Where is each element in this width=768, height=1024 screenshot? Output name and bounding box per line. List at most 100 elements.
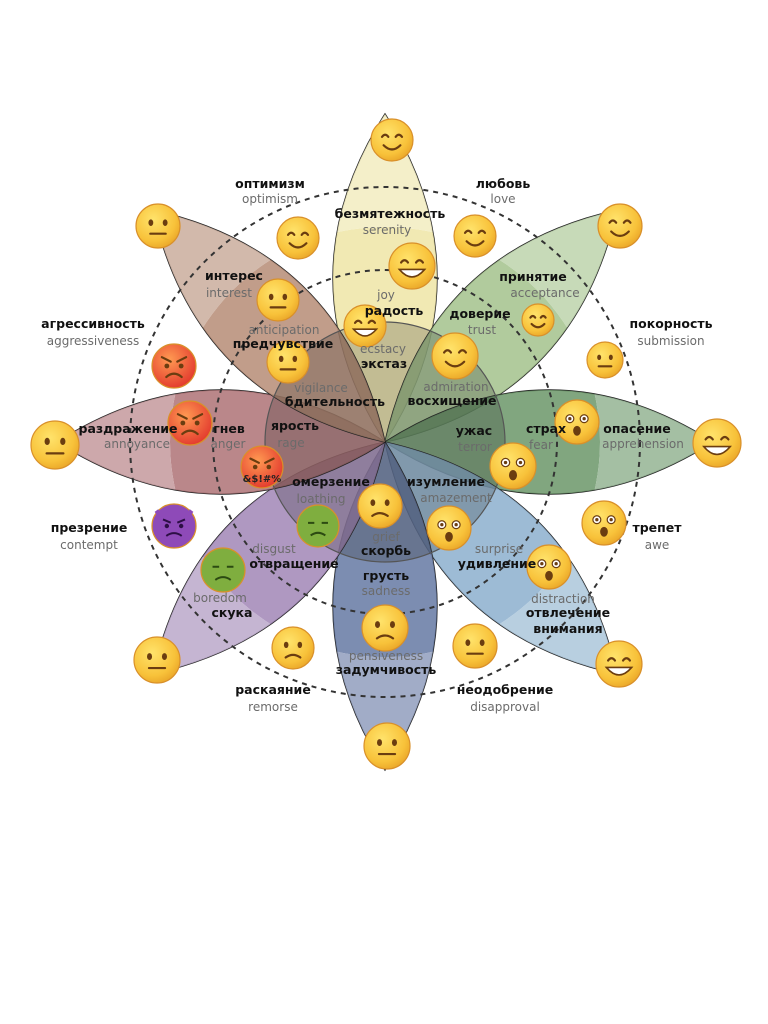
outer-en-contempt: contempt <box>60 538 118 552</box>
label-anticipation-outer-ru: интерес <box>205 268 263 283</box>
label-trust-outer-ru: принятие <box>499 269 567 284</box>
petal-anticipation-band-1 <box>170 227 422 479</box>
label-anger-outer-ru: раздражение <box>79 421 178 436</box>
emoji-monocle <box>266 340 310 384</box>
emoji-hushed <box>581 500 627 546</box>
label-sadness-inner-ru: скорбь <box>361 543 411 558</box>
outer-en-remorse: remorse <box>248 700 298 714</box>
emoji-nerd <box>256 278 300 322</box>
petal-trust-band-1 <box>348 227 600 479</box>
emoji-steam <box>151 343 197 389</box>
petal-anticipation-band-0 <box>265 322 422 479</box>
label-anger-middle-ru: гнев <box>213 421 245 436</box>
swear-symbols: &$!#% <box>243 474 282 485</box>
label-disgust-inner-en: loathing <box>297 492 346 506</box>
label-disgust-inner-ru: омерзение <box>292 474 370 489</box>
label-fear-middle-en: fear <box>529 438 553 452</box>
petals-layer <box>55 112 715 772</box>
outer-en-love: love <box>490 192 515 206</box>
label-joy-middle-en: joy <box>376 288 395 302</box>
emoji-thinking <box>363 722 411 770</box>
outer-ru-remorse: раскаяние <box>235 682 311 697</box>
label-fear-inner-ru: ужас <box>456 423 492 438</box>
emoji-ecstacy <box>343 304 387 348</box>
outer-ru-aggressiveness: агрессивность <box>41 316 145 331</box>
label-trust-middle-ru: доверие <box>449 306 510 321</box>
petal-disgust-band-2 <box>116 405 422 711</box>
label-joy-outer-en: serenity <box>363 223 411 237</box>
label-joy-inner-en: ecstacy <box>360 342 406 356</box>
label-surprise-middle-en: surprise <box>475 542 523 556</box>
outer-en-optimism: optimism <box>242 192 298 206</box>
label-disgust-outer-ru: скука <box>212 605 253 620</box>
label-disgust-middle-ru: отвращение <box>249 556 338 571</box>
label-surprise-outer-en: distraction <box>531 592 595 606</box>
label-sadness-outer-en: pensiveness <box>349 649 423 663</box>
label-trust-inner-ru: восхищение <box>408 393 497 408</box>
outer-dashed-ring <box>129 186 641 698</box>
label-fear-outer-en: apprehension <box>602 437 684 451</box>
emoji-handshake <box>521 303 555 337</box>
petal-trust-band-2 <box>348 173 654 479</box>
label-anticipation-inner-ru: бдительность <box>285 394 385 409</box>
label-surprise-inner-en: amazement <box>420 491 492 505</box>
labels-layer: оптимизмoptimismлюбовьloveпокорностьsubm… <box>41 176 712 714</box>
outer-ru-contempt: презрение <box>51 520 128 535</box>
emoji-neutral <box>133 636 181 684</box>
label-anger-outer-en: annoyance <box>104 437 170 451</box>
label-anticipation-inner-en: vigilance <box>294 381 348 395</box>
outer-ru-awe: трепет <box>632 520 682 535</box>
emoji-bow <box>586 341 624 379</box>
label-disgust-outer-en: boredom <box>193 591 247 605</box>
outer-en-submission: submission <box>637 334 704 348</box>
distraction-word-1: внимания <box>533 621 602 636</box>
label-trust-inner-en: admiration <box>423 380 488 394</box>
emoji-crying <box>361 604 409 652</box>
outer-ru-disapproval: неодобрение <box>457 682 553 697</box>
label-surprise-middle-ru: удивление <box>458 556 536 571</box>
label-disgust-middle-en: disgust <box>252 542 296 556</box>
emoji-exploding <box>426 505 472 551</box>
label-anger-inner-en: rage <box>277 436 304 450</box>
petal-disgust-band-1 <box>170 405 422 657</box>
emoji-weary <box>271 626 315 670</box>
emoji-joy <box>388 242 436 290</box>
label-joy-inner-ru: экстаз <box>361 356 407 371</box>
emoji-devil <box>151 503 197 549</box>
label-sadness-middle-en: sadness <box>362 584 411 598</box>
label-anticipation-outer-en: interest <box>206 286 252 300</box>
emoji-scream <box>489 442 537 490</box>
emoji-vomit <box>296 504 340 548</box>
emoji-swear <box>240 445 284 489</box>
label-anger-middle-en: anger <box>211 437 246 451</box>
emoji-layer <box>30 118 742 770</box>
emoji-kiss <box>453 214 497 258</box>
emoji-nauseated <box>200 547 246 593</box>
petal-surprise-band-1 <box>348 405 600 657</box>
emoji-cowboy <box>276 216 320 260</box>
petal-anticipation-band-2 <box>116 173 422 479</box>
label-anger-inner-ru: ярость <box>271 418 319 433</box>
outer-en-disapproval: disapproval <box>470 700 540 714</box>
distraction-word-0: отвлечение <box>526 605 610 620</box>
emoji-grimace <box>692 418 742 468</box>
label-fear-middle-ru: страх <box>526 421 566 436</box>
petal-surprise-band-2 <box>348 405 654 711</box>
label-joy-outer-ru: безмятежность <box>335 206 446 221</box>
emoji-yum <box>431 332 479 380</box>
label-trust-middle-en: trust <box>468 323 496 337</box>
emoji-serenity-top <box>370 118 414 162</box>
outer-en-awe: awe <box>645 538 670 552</box>
outer-en-aggressiveness: aggressiveness <box>47 334 139 348</box>
label-fear-outer-ru: опасение <box>603 421 670 436</box>
outer-ru-love: любовь <box>476 176 531 191</box>
label-anticipation-middle-ru: предчувствие <box>233 336 334 351</box>
emoji-unamused <box>452 623 498 669</box>
label-surprise-inner-ru: изумление <box>407 474 485 489</box>
label-anticipation-middle-en: anticipation <box>249 323 320 337</box>
emoji-pensive <box>357 483 403 529</box>
emoji-rolling-eyes <box>30 420 80 470</box>
emoji-hug <box>597 203 643 249</box>
